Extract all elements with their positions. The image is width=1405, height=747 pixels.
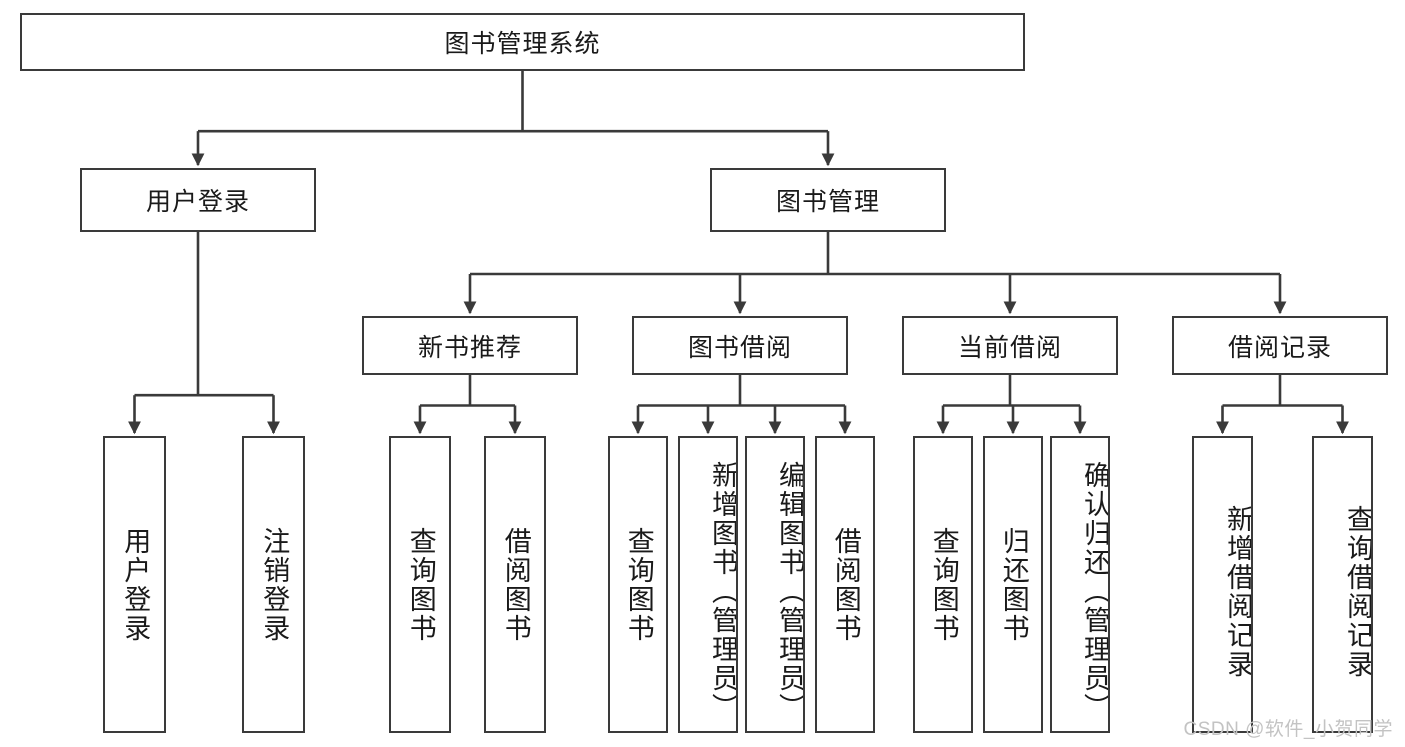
node-label: 归还图书	[998, 526, 1029, 643]
node-root: 图书管理系统	[20, 13, 1025, 71]
node-label: 图书管理	[775, 188, 880, 216]
node-leaf-borrow-book-2: 借阅图书	[815, 436, 875, 733]
node-leaf-logout: 注销登录	[242, 436, 305, 733]
node-label: 新增借阅记录	[1223, 504, 1253, 679]
node-label: 借阅记录	[1227, 333, 1332, 362]
node-new-book-rec: 新书推荐	[362, 316, 578, 375]
node-label: 查询借阅记录	[1343, 504, 1373, 679]
edge-bus-book-borrow	[638, 375, 845, 407]
node-leaf-query-record: 查询借阅记录	[1312, 436, 1373, 733]
node-current-borrow: 当前借阅	[902, 316, 1118, 375]
edge-bus-book-manage	[470, 232, 1280, 276]
node-label: 编辑图书（管理员）	[775, 461, 805, 722]
node-leaf-query-book-1: 查询图书	[389, 436, 451, 733]
node-user-login: 用户登录	[80, 168, 316, 232]
node-label: 图书借阅	[687, 333, 792, 362]
node-label: 借阅图书	[500, 526, 531, 643]
node-leaf-confirm-return: 确认归还（管理员）	[1050, 436, 1110, 733]
node-leaf-return-book: 归还图书	[983, 436, 1043, 733]
node-leaf-edit-book: 编辑图书（管理员）	[745, 436, 805, 733]
node-leaf-query-book-3: 查询图书	[913, 436, 973, 733]
node-label: 确认归还（管理员）	[1080, 461, 1110, 722]
node-book-manage: 图书管理	[710, 168, 946, 232]
edge-bus-root	[198, 71, 828, 133]
node-leaf-add-book: 新增图书（管理员）	[678, 436, 738, 733]
node-book-borrow: 图书借阅	[632, 316, 848, 375]
watermark: CSDN @软件_小贺同学	[1183, 719, 1393, 740]
edge-bus-borrow-record	[1222, 375, 1343, 407]
node-borrow-record: 借阅记录	[1172, 316, 1388, 375]
node-leaf-add-record: 新增借阅记录	[1192, 436, 1253, 733]
node-label: 新书推荐	[417, 333, 522, 362]
node-label: 查询图书	[623, 526, 654, 643]
node-label: 当前借阅	[957, 333, 1062, 362]
node-label: 查询图书	[928, 526, 959, 643]
node-label: 新增图书（管理员）	[708, 461, 738, 722]
node-label: 查询图书	[405, 526, 436, 643]
node-label: 用户登录	[145, 188, 250, 216]
edge-bus-user-login	[134, 232, 274, 397]
node-leaf-user-login: 用户登录	[103, 436, 166, 733]
node-label: 借阅图书	[830, 526, 861, 643]
node-leaf-borrow-book-1: 借阅图书	[484, 436, 546, 733]
edge-bus-new-book-rec	[420, 375, 515, 407]
node-label: 用户登录	[120, 526, 151, 643]
edge-bus-current-borrow	[943, 375, 1080, 407]
node-leaf-query-book-2: 查询图书	[608, 436, 668, 733]
node-label: 图书管理系统	[444, 30, 601, 58]
node-label: 注销登录	[259, 526, 290, 643]
